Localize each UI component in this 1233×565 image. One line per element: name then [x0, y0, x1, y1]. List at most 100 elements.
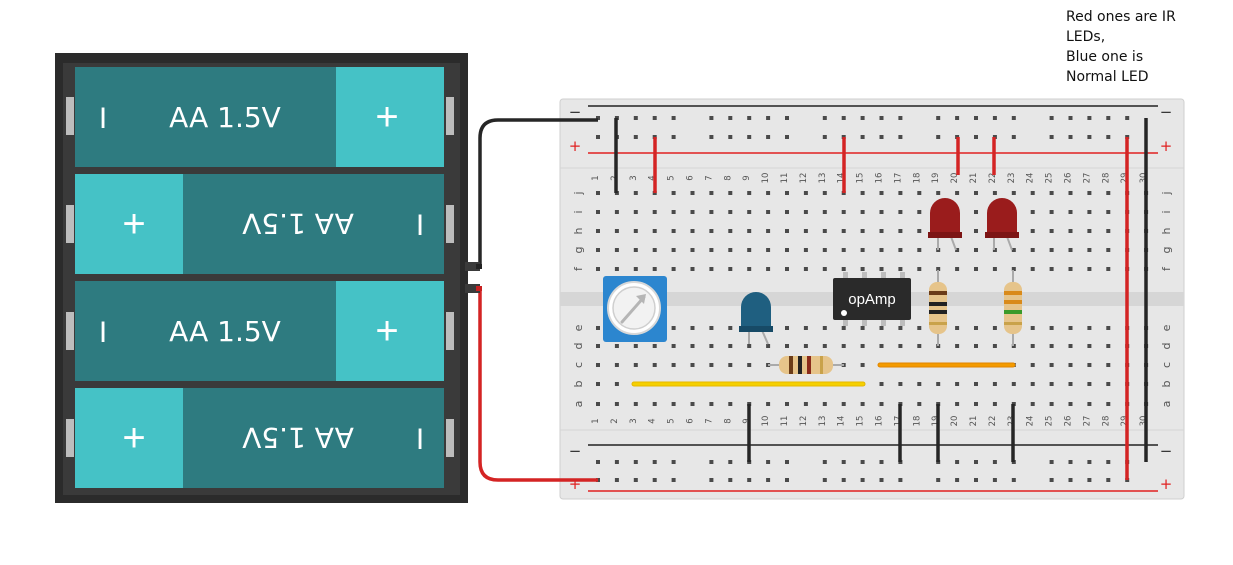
battery-1: I + AA 1.5V	[75, 67, 444, 167]
row-letter: i	[572, 210, 585, 213]
column-number: 14	[837, 416, 847, 427]
jumper-wires	[614, 118, 1148, 480]
column-number: 29	[1120, 173, 1130, 184]
potentiometer	[603, 276, 667, 342]
column-number: 21	[969, 416, 979, 427]
row-letter: h	[1160, 227, 1173, 234]
battery-label: AA 1.5V	[169, 101, 281, 134]
resistor-horizontal	[768, 356, 844, 374]
battery-minus-terminal: I	[416, 209, 424, 242]
row-letter: e	[1160, 324, 1173, 331]
row-letter: d	[1160, 343, 1173, 350]
battery-minus-terminal: I	[99, 316, 107, 349]
column-number: 7	[704, 175, 714, 180]
column-number: 13	[818, 416, 828, 427]
column-number: 6	[686, 175, 696, 180]
column-number: 1	[591, 175, 601, 180]
column-number: 24	[1026, 173, 1036, 184]
column-number: 17	[893, 173, 903, 184]
column-number: 19	[931, 416, 941, 427]
row-letter: a	[572, 401, 585, 408]
column-number: 15	[856, 173, 866, 184]
column-number: 27	[1082, 416, 1092, 427]
column-number: 20	[950, 173, 960, 184]
column-number: 24	[1026, 416, 1036, 427]
row-letter: i	[1160, 210, 1173, 213]
rail-polarity-mark: +	[1160, 137, 1173, 155]
column-number: 19	[931, 173, 941, 184]
column-number: 5	[667, 418, 677, 423]
row-letter: b	[1160, 380, 1173, 387]
rail-polarity-mark: +	[569, 475, 582, 493]
column-number: 8	[723, 175, 733, 180]
row-letter: d	[572, 343, 585, 350]
battery-plus-terminal: +	[375, 95, 398, 139]
rail-polarity-mark: +	[569, 137, 582, 155]
column-number: 25	[1045, 416, 1055, 427]
column-number: 1	[591, 418, 601, 423]
battery-2: I+AA 1.5V	[75, 174, 444, 274]
column-number: 26	[1064, 173, 1074, 184]
battery-3: I+AA 1.5V	[75, 281, 444, 381]
battery-leads	[465, 118, 598, 482]
red-lead-connector	[465, 284, 480, 293]
column-number: 11	[780, 416, 790, 427]
column-number: 15	[856, 416, 866, 427]
column-number: 29	[1120, 416, 1130, 427]
column-number: 10	[761, 173, 771, 184]
column-number: 16	[875, 173, 885, 184]
battery-minus-terminal: I	[416, 423, 424, 456]
annotation-line: Normal LED	[1066, 69, 1149, 85]
column-number: 22	[988, 173, 998, 184]
column-number: 28	[1101, 173, 1111, 184]
opamp-chip: opAmp	[833, 272, 911, 326]
black-lead-connector	[465, 262, 480, 271]
pot-knob-arrow	[620, 295, 646, 324]
row-letter: b	[572, 380, 585, 387]
row-letter: f	[572, 266, 585, 271]
battery-minus-terminal: I	[99, 102, 107, 135]
column-number: 5	[667, 175, 677, 180]
rail-polarity-mark: +	[1160, 475, 1173, 493]
row-letter: f	[1160, 266, 1173, 271]
row-letter: c	[1160, 362, 1173, 368]
resistor-vertical-2	[1004, 270, 1022, 346]
column-number: 14	[837, 173, 847, 184]
column-number: 12	[799, 416, 809, 427]
battery-label: AA 1.5V	[242, 421, 354, 454]
ir-led-2	[985, 198, 1019, 251]
column-number: 6	[686, 418, 696, 423]
column-number: 2	[610, 418, 620, 423]
annotation-line: Blue one is	[1066, 49, 1144, 65]
column-number: 20	[950, 416, 960, 427]
row-letter: g	[572, 247, 585, 254]
column-number: 11	[780, 173, 790, 184]
row-letter: j	[1160, 191, 1173, 195]
column-number: 16	[875, 416, 885, 427]
row-letter: h	[572, 227, 585, 234]
row-letter: e	[572, 324, 585, 331]
column-number: 9	[742, 418, 752, 423]
column-number: 4	[648, 175, 658, 180]
column-number: 27	[1082, 173, 1092, 184]
battery-label: AA 1.5V	[169, 315, 281, 348]
row-letter: a	[1160, 401, 1173, 408]
column-number: 10	[761, 416, 771, 427]
ir-led-1	[928, 198, 962, 251]
rail-polarity-mark: −	[569, 442, 582, 460]
resistor-vertical-1	[929, 270, 947, 346]
column-number: 7	[704, 418, 714, 423]
rail-polarity-mark: −	[1160, 103, 1173, 121]
red-lead-wire	[478, 290, 598, 482]
row-letter: g	[1160, 247, 1173, 254]
column-number: 26	[1064, 416, 1074, 427]
blue-led	[739, 292, 773, 345]
column-number: 30	[1139, 416, 1149, 427]
battery-label: AA 1.5V	[242, 207, 354, 240]
row-letter: c	[572, 362, 585, 368]
rail-polarity-mark: −	[569, 103, 582, 121]
column-number: 30	[1139, 173, 1149, 184]
column-number: 3	[629, 175, 639, 180]
column-number: 28	[1101, 416, 1111, 427]
